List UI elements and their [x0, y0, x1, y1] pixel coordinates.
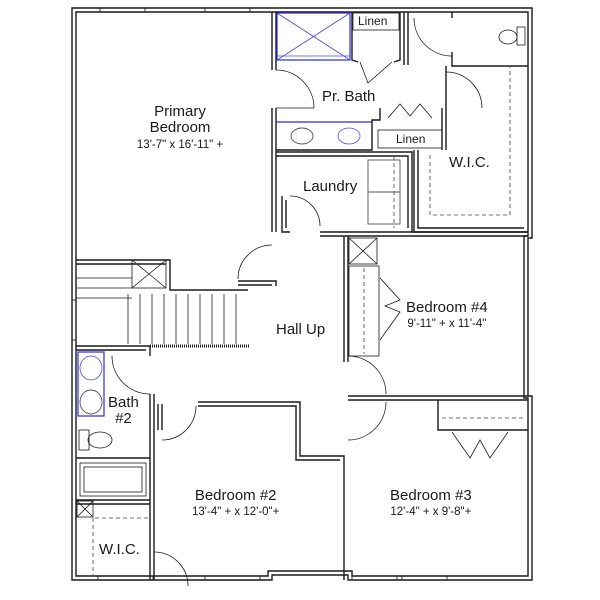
room-dimensions: 13'-4" + x 12'-0"+: [192, 505, 280, 518]
room-name: Bedroom #2: [194, 487, 277, 504]
room-name: Bedroom: [149, 118, 211, 136]
room-bedroom-3[interactable]: Bedroom #3 12'-4" + x 9'-8"+: [390, 488, 472, 518]
room-linen-mid[interactable]: Linen: [396, 132, 426, 146]
room-dimensions: 9'-11" + x 11'-4": [407, 317, 487, 330]
room-bedroom-4[interactable]: Bedroom #4 9'-11" + x 11'-4": [406, 300, 488, 330]
room-name: Bedroom #4: [406, 299, 488, 316]
room-name: Bath: [108, 394, 139, 411]
room-name: Bedroom #3: [390, 487, 472, 504]
room-hall-up[interactable]: Hall Up: [276, 321, 326, 338]
room-name: #2: [115, 409, 132, 427]
room-laundry[interactable]: Laundry: [303, 178, 358, 195]
room-bath-2[interactable]: Bath #2: [108, 395, 139, 427]
room-dimensions: 12'-4" + x 9'-8"+: [390, 505, 472, 518]
room-dimensions: 13'-7" x 16'-11" +: [136, 138, 224, 151]
room-primary-wic[interactable]: W.I.C.: [449, 154, 490, 171]
room-primary-bedroom[interactable]: Primary Bedroom 13'-7" x 16'-11" +: [110, 104, 250, 151]
room-name: Primary: [154, 103, 206, 120]
room-wic-2[interactable]: W.I.C.: [99, 541, 140, 558]
room-linen-top[interactable]: Linen: [358, 14, 388, 28]
room-bedroom-2[interactable]: Bedroom #2 13'-4" + x 12'-0"+: [192, 488, 279, 518]
room-primary-bath[interactable]: Pr. Bath: [322, 88, 376, 105]
